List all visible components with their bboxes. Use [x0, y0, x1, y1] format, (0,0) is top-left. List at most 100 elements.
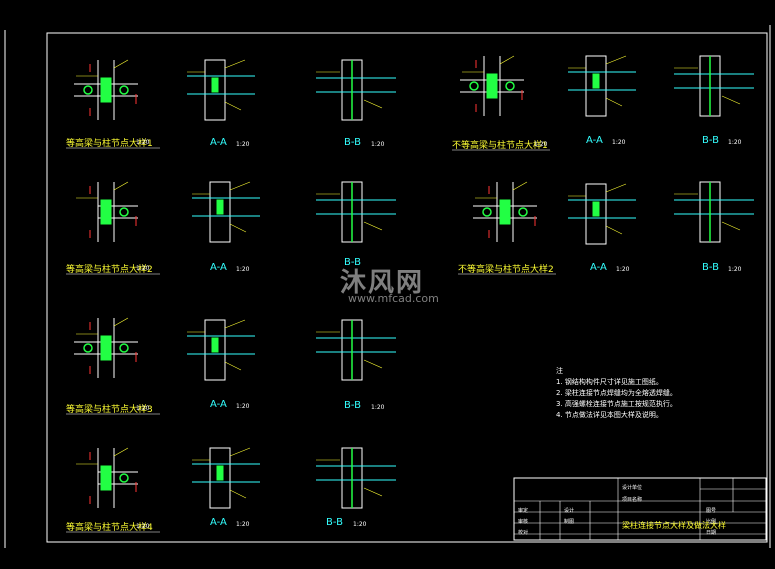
weld-plate [100, 465, 112, 491]
bolt [83, 343, 93, 353]
section-scale: 1:20 [612, 139, 626, 146]
column-section [204, 319, 226, 381]
section-aa-1: A-A [210, 137, 227, 148]
bolt [83, 85, 93, 95]
detail-label-1: 等高梁与柱节点大样1 [66, 139, 153, 149]
leader-line [224, 361, 242, 371]
stiffener-plate [211, 337, 219, 353]
section-bb-1: B-B [344, 137, 361, 148]
weld-plate [100, 335, 112, 361]
stiffener-plate [592, 201, 600, 217]
tb-drawing-no: 图号 [706, 508, 717, 514]
tb-approve: 审定 [518, 508, 529, 514]
leader-line [224, 319, 246, 329]
leader-line [363, 359, 383, 369]
leader-line [113, 181, 129, 191]
leader-line [113, 317, 129, 327]
tb-design-unit: 设计单位 [622, 485, 643, 491]
section-scale: 1:20 [353, 521, 367, 528]
note-item: 1. 钢结构构件尺寸详见施工图纸。 [556, 378, 663, 386]
tb-project-name: 项目名称 [622, 497, 643, 503]
note-item: 3. 高强螺栓连接节点施工按规范执行。 [556, 400, 677, 408]
section-scale: 1:20 [371, 404, 385, 411]
detail-scale-5: 1:20 [534, 141, 548, 148]
bolt [482, 207, 492, 217]
weld-plate [100, 199, 112, 225]
section-scale: 1:20 [728, 266, 742, 273]
drawing-border [46, 32, 768, 543]
section-bb-2: B-B [344, 257, 361, 268]
weld-plate [486, 73, 498, 99]
detail-scale-4: 1:20 [136, 523, 150, 530]
leader-line [605, 225, 623, 235]
general-notes: 注 1. 钢结构构件尺寸详见施工图纸。 2. 梁柱连接节点焊缝均为全熔透焊缝。 … [556, 366, 677, 421]
leader-line [229, 447, 251, 457]
section-aa-5: A-A [586, 135, 603, 146]
stiffener-plate [592, 73, 600, 89]
bolt [119, 85, 129, 95]
section-scale: 1:20 [236, 521, 250, 528]
leader-line [229, 223, 247, 233]
section-scale: 1:20 [616, 266, 630, 273]
detail-label-3: 等高梁与柱节点大样3 [66, 405, 153, 415]
leader-line [512, 181, 528, 191]
leader-line [499, 55, 515, 65]
leader-line [721, 95, 741, 105]
section-scale: 1:20 [236, 403, 250, 410]
detail-scale-3: 1:20 [136, 405, 150, 412]
leader-line [605, 97, 623, 107]
section-aa-4: A-A [210, 517, 227, 528]
tb-review: 审核 [518, 519, 529, 525]
section-scale: 1:20 [236, 266, 250, 273]
detail-label-2: 等高梁与柱节点大样2 [66, 265, 153, 275]
detail-scale-2: 1:20 [136, 265, 150, 272]
stiffener-plate [216, 465, 224, 481]
section-scale: 1:20 [371, 141, 385, 148]
column-section [209, 447, 231, 509]
tb-draw: 制图 [564, 519, 575, 525]
detail-label-5: 不等高梁与柱节点大样1 [452, 141, 548, 151]
detail-scale-1: 1:20 [136, 139, 150, 146]
detail-label-6: 不等高梁与柱节点大样2 [458, 265, 554, 275]
weld-plate [499, 199, 511, 225]
bolt [518, 207, 528, 217]
leader-line [224, 101, 242, 111]
stiffener-plate [216, 199, 224, 215]
tb-design: 设计 [564, 508, 575, 514]
leader-line [721, 221, 741, 231]
leader-line [363, 221, 383, 231]
bolt [119, 207, 129, 217]
tb-check: 校对 [518, 530, 529, 536]
watermark-brand: 沐风网 [340, 268, 425, 298]
column-section [209, 181, 231, 243]
leader-line [605, 55, 627, 65]
bolt [119, 473, 129, 483]
section-scale: 1:20 [236, 141, 250, 148]
column-section [585, 183, 607, 245]
bolt [505, 81, 515, 91]
section-bb-3: B-B [344, 400, 361, 411]
leader-line [363, 99, 383, 109]
column-section [204, 59, 226, 121]
section-aa-2: A-A [210, 262, 227, 273]
section-aa-6: A-A [590, 262, 607, 273]
tb-date: 日期 [706, 530, 717, 536]
leader-line [605, 183, 627, 193]
leader-line [229, 489, 247, 499]
detail-label-4: 等高梁与柱节点大样4 [66, 523, 153, 533]
notes-title: 注 [556, 367, 563, 375]
note-item: 4. 节点做法详见本图大样及说明。 [556, 411, 663, 419]
bolt [469, 81, 479, 91]
section-bb-4: B-B [326, 517, 343, 528]
section-bb-5: B-B [702, 135, 719, 146]
bolt [119, 343, 129, 353]
weld-plate [100, 77, 112, 103]
section-scale: 1:20 [728, 139, 742, 146]
stiffener-plate [211, 77, 219, 93]
leader-line [363, 487, 383, 497]
title-block [513, 477, 767, 541]
tb-scale: 比例 [706, 519, 717, 525]
note-item: 2. 梁柱连接节点焊缝均为全熔透焊缝。 [556, 389, 677, 397]
column-section [585, 55, 607, 117]
